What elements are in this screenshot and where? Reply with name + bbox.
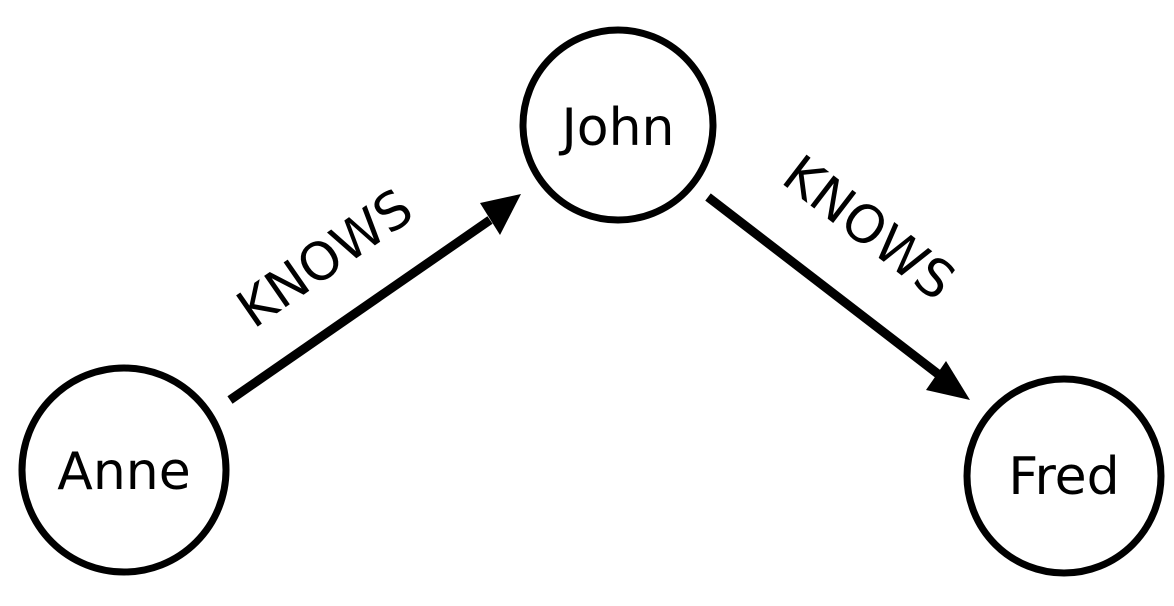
node-circle-anne [18,364,230,576]
node-label-fred: Fred [1008,447,1119,507]
edge-anne-john: KNOWS [227,178,521,404]
arrowhead-john-fred [926,361,970,400]
node-circle-fred [963,375,1165,577]
node-label-anne: Anne [57,442,190,502]
node-circle-john [519,26,717,224]
edge-john-fred: KNOWS [705,144,970,400]
edge-line-anne-john [227,216,493,404]
node-anne: Anne [18,364,230,576]
node-fred: Fred [963,375,1165,577]
arrowhead-anne-john [480,194,521,235]
edge-line-john-fred [705,193,941,378]
node-label-john: John [558,98,674,158]
edge-label-anne-john: KNOWS [227,178,424,340]
node-john: John [519,26,717,224]
edge-label-john-fred: KNOWS [771,144,965,312]
